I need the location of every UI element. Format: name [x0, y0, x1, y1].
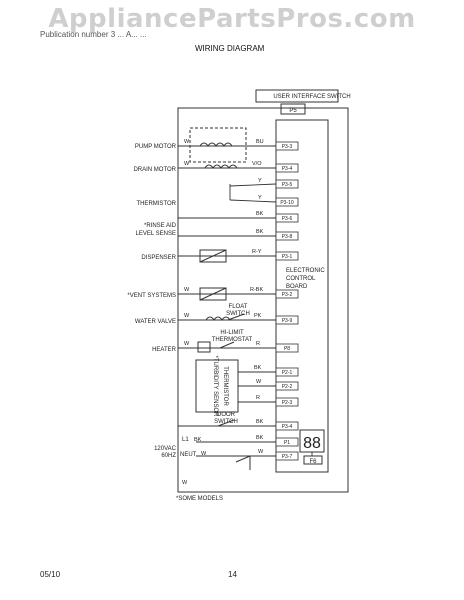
- some-models-note: *SOME MODELS: [176, 496, 223, 502]
- diagram-frame: [177, 107, 349, 493]
- connector-label: P3-3: [282, 144, 293, 150]
- user-interface-switch-box: [255, 89, 339, 103]
- float-switch-label-2: SWITCH: [226, 311, 250, 317]
- header-subtitle: Publication number 3 ... A... ...: [40, 30, 147, 39]
- rinse-aid-label-1: *RINSE AID: [144, 223, 177, 229]
- wire-color: V/O: [252, 161, 262, 167]
- footer-date: 05/10: [40, 570, 61, 579]
- wire-color: PK: [254, 313, 262, 319]
- user-interface-switch-label: USER INTERFACE SWITCH: [273, 94, 350, 100]
- supply-label-2: 60HZ: [161, 453, 176, 459]
- connector-label: P3-6: [282, 216, 293, 222]
- neut-label: NEUT: [180, 452, 197, 458]
- wire-color: Y: [258, 178, 262, 184]
- float-switch-label-1: FLOAT: [229, 304, 248, 310]
- wire-color: R: [256, 341, 260, 347]
- wire-thermistor-b: [229, 199, 277, 203]
- wire-color: BK: [256, 419, 264, 425]
- connector-label: P3-9: [282, 318, 293, 324]
- connector-label: P3-8: [282, 234, 293, 240]
- vent-systems-label: *VENT SYSTEMS: [127, 293, 176, 299]
- float-switch-icon: [227, 313, 245, 321]
- thermistor-label: THERMISTOR: [136, 201, 176, 207]
- pump-motor-label: PUMP MOTOR: [135, 144, 177, 150]
- door-switch-label-1: DOOR: [217, 412, 236, 418]
- wire-thermistor-a: [229, 183, 277, 187]
- watermark: AppliancePartsPros.com: [48, 4, 416, 34]
- heater-label: HEATER: [152, 347, 177, 353]
- connector-label: P8: [284, 346, 290, 352]
- wire-color: BK: [256, 229, 264, 235]
- wire-color: W: [184, 139, 190, 145]
- f6-label: F6: [309, 459, 317, 465]
- connector-label: P1: [284, 440, 290, 446]
- wire-color: W: [182, 480, 188, 486]
- wire-color: W: [184, 341, 190, 347]
- hi-limit-label-2: THERMOSTAT: [212, 337, 253, 343]
- drain-motor-label: DRAIN MOTOR: [133, 167, 176, 173]
- connector-label: P3-5: [282, 182, 293, 188]
- water-valve-coil-icon: [205, 316, 231, 321]
- vent-slash-icon: [199, 287, 227, 301]
- wire-color: BK: [194, 437, 202, 443]
- connector-label: P2-3: [282, 400, 293, 406]
- connector-label: P3-7: [282, 454, 293, 460]
- p5-label: P5: [289, 108, 297, 114]
- control-board-label-3: BOARD: [286, 284, 308, 290]
- wire-color: R: [256, 395, 260, 401]
- pump-motor-coil-icon: [199, 142, 233, 147]
- connector-label: P3-2: [282, 292, 293, 298]
- pump-motor-box: [189, 127, 247, 163]
- connector-label: P2-2: [282, 384, 293, 390]
- hi-limit-label-1: HI-LIMIT: [220, 330, 244, 336]
- dispenser-slash-icon: [199, 249, 227, 263]
- wire-color: R-Y: [252, 249, 262, 255]
- wire-color: W: [184, 313, 190, 319]
- neutral-switch-icon: [235, 455, 251, 470]
- control-board-label-1: ELECTRONIC: [286, 268, 325, 274]
- wire-color: W: [184, 161, 190, 167]
- wire-color: W: [201, 451, 207, 457]
- wire-color: W: [258, 449, 264, 455]
- connector-label: P3-1: [282, 254, 293, 260]
- wire-color: W: [256, 379, 262, 385]
- l1-label: L1: [182, 437, 189, 443]
- wire-color: BU: [256, 139, 264, 145]
- p5-connector-box: [280, 103, 306, 115]
- vent-symbol-icon: [199, 287, 227, 301]
- wire-color: BK: [256, 435, 264, 441]
- dispenser-symbol-icon: [199, 249, 227, 263]
- display-digits: 88: [303, 435, 321, 452]
- control-board-label-2: CONTROL: [286, 276, 316, 282]
- water-valve-label: WATER VALVE: [135, 319, 176, 325]
- wire-color: W: [184, 287, 190, 293]
- door-switch-icon: [217, 419, 235, 427]
- wire-color: BK: [254, 365, 262, 371]
- connector-label: P3-4: [282, 166, 293, 172]
- f6-connector-box: [303, 455, 323, 465]
- wire-color: Y: [258, 195, 262, 201]
- supply-label-1: 120VAC: [154, 446, 177, 452]
- drain-motor-coil-icon: [204, 164, 238, 169]
- door-switch-label-2: SWITCH: [214, 419, 238, 425]
- dispenser-label: DISPENSER: [141, 255, 176, 261]
- turbidity-label-2: THERMISTOR: [222, 366, 228, 406]
- rinse-aid-label-2: LEVEL SENSE: [136, 231, 176, 237]
- turbidity-label-1: *TURBIDITY SENSOR: [212, 356, 218, 418]
- wire-color: R-BK: [250, 287, 263, 293]
- page-title: WIRING DIAGRAM: [195, 44, 265, 53]
- heater-element-icon: [197, 341, 211, 353]
- footer-page-number: 14: [228, 570, 237, 579]
- wire-color: BK: [256, 211, 264, 217]
- connector-label: P3-10: [280, 200, 294, 206]
- connector-label: P2-1: [282, 370, 293, 376]
- connector-label: P3-4: [282, 424, 293, 430]
- hi-limit-thermostat-icon: [219, 341, 235, 349]
